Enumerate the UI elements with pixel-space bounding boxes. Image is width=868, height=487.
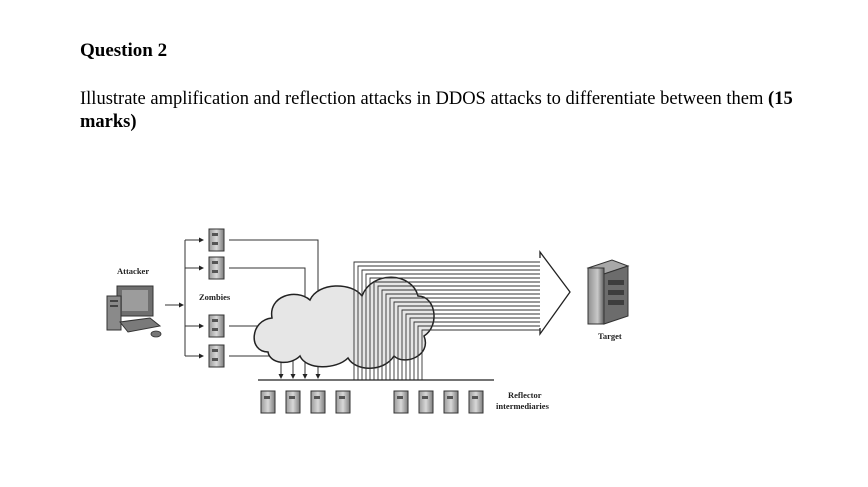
- reflector-server-icon: [310, 390, 326, 414]
- reflector-server-icon: [260, 390, 276, 414]
- attacker-computer-icon: [106, 285, 162, 338]
- zombie-server-icon: [208, 228, 225, 252]
- zombie-bracket: [184, 237, 204, 359]
- question-text: Illustrate amplification and reflection …: [80, 88, 800, 134]
- reflector-server-icon: [418, 390, 434, 414]
- reflector-label-line2: intermediaries: [496, 401, 550, 411]
- question-prompt: Illustrate amplification and reflection …: [80, 89, 764, 109]
- reflector-server-icon: [285, 390, 301, 414]
- network-cloud: [253, 276, 435, 369]
- zombie-server-icon: [208, 344, 225, 368]
- reflector-server-icon: [468, 390, 484, 414]
- reflector-server-icon: [335, 390, 351, 414]
- question-marks: (15 marks): [80, 89, 793, 132]
- zombie-server-icon: [208, 256, 225, 280]
- target-server-icon: [586, 259, 630, 325]
- attacker-label: Attacker: [117, 266, 149, 276]
- amplified-traffic-arrow: [539, 250, 571, 337]
- reflector-server-icon: [393, 390, 409, 414]
- reflector-server-icon: [443, 390, 459, 414]
- zombie-server-icon: [208, 314, 225, 338]
- target-label: Target: [598, 331, 622, 341]
- zombies-label: Zombies: [199, 292, 231, 302]
- reflected-traffic-lines: [353, 261, 540, 380]
- question-title: Question 2: [80, 40, 168, 61]
- reflector-label: Reflector: [508, 390, 542, 400]
